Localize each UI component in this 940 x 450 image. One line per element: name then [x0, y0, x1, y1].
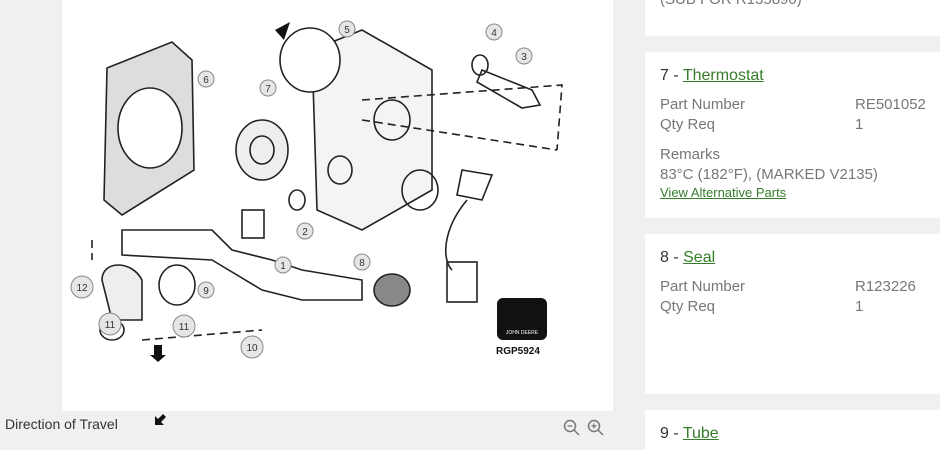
qty-value: 1 [855, 298, 864, 315]
part-number-label: Part Number [660, 278, 746, 295]
callout-11[interactable]: 11 [98, 312, 122, 336]
part-number-label: Part Number [660, 96, 746, 113]
callout-1[interactable]: 1 [274, 256, 292, 274]
remarks-label: Remarks [660, 146, 721, 163]
svg-text:10: 10 [246, 343, 258, 354]
callout-7[interactable]: 7 [259, 79, 277, 97]
part-number-value: RE501052 [855, 96, 926, 113]
callout-5[interactable]: 5 [338, 20, 356, 38]
svg-text:1: 1 [280, 261, 286, 272]
svg-text:3: 3 [521, 52, 527, 63]
part-num: 7 - [660, 67, 679, 84]
callout-6[interactable]: 6 [197, 70, 215, 88]
qty-label: Qty Req [660, 298, 716, 315]
callout-9[interactable]: 9 [197, 281, 215, 299]
part-card-seal: 8 - Seal Part Number R123226 Qty Req 1 [645, 234, 940, 394]
svg-text:2: 2 [302, 227, 308, 238]
callout-12[interactable]: 12 [70, 275, 94, 299]
zoom-in-icon[interactable] [587, 419, 605, 437]
part-card-previous [645, 0, 940, 36]
callout-2[interactable]: 2 [296, 222, 314, 240]
figure-id: RGP5924 [496, 346, 540, 357]
qty-value: 1 [855, 116, 864, 133]
part-name-link[interactable]: Tube [682, 425, 719, 442]
callout-10[interactable]: 10 [240, 335, 264, 359]
part-num: 9 - [660, 425, 679, 442]
svg-text:6: 6 [203, 75, 209, 86]
callout-11[interactable]: 11 [172, 314, 196, 338]
part-name-link[interactable]: Thermostat [682, 67, 764, 84]
svg-text:JOHN DEERE: JOHN DEERE [506, 330, 539, 336]
svg-text:8: 8 [359, 258, 365, 269]
part-name-link[interactable]: Seal [683, 249, 716, 266]
direction-arrow-icon [155, 414, 166, 425]
svg-text:11: 11 [179, 322, 190, 333]
svg-text:11: 11 [105, 320, 116, 331]
svg-text:7: 7 [265, 84, 271, 95]
callout-8[interactable]: 8 [353, 253, 371, 271]
view-alternative-parts-link[interactable]: View Alternative Parts [660, 185, 787, 200]
part-num: 8 - [660, 249, 679, 266]
svg-text:5: 5 [344, 25, 350, 36]
direction-of-travel-label: Direction of Travel [5, 416, 118, 432]
part-card-tube: 9 - Tube [645, 410, 940, 450]
john-deere-logo [497, 298, 547, 340]
remarks-value: 83°C (182°F), (MARKED V2135) [660, 166, 878, 183]
zoom-out-icon[interactable] [563, 419, 581, 437]
previous-remark: (SUB FOR R135890) [660, 0, 802, 8]
svg-text:9: 9 [203, 286, 209, 297]
callout-4[interactable]: 4 [485, 23, 503, 41]
part-number-value: R123226 [855, 278, 916, 295]
svg-text:12: 12 [76, 283, 88, 294]
svg-text:4: 4 [491, 28, 497, 39]
qty-label: Qty Req [660, 116, 716, 133]
callout-3[interactable]: 3 [515, 47, 533, 65]
part-card-thermostat: 7 - Thermostat Part Number RE501052 Qty R… [645, 52, 940, 218]
